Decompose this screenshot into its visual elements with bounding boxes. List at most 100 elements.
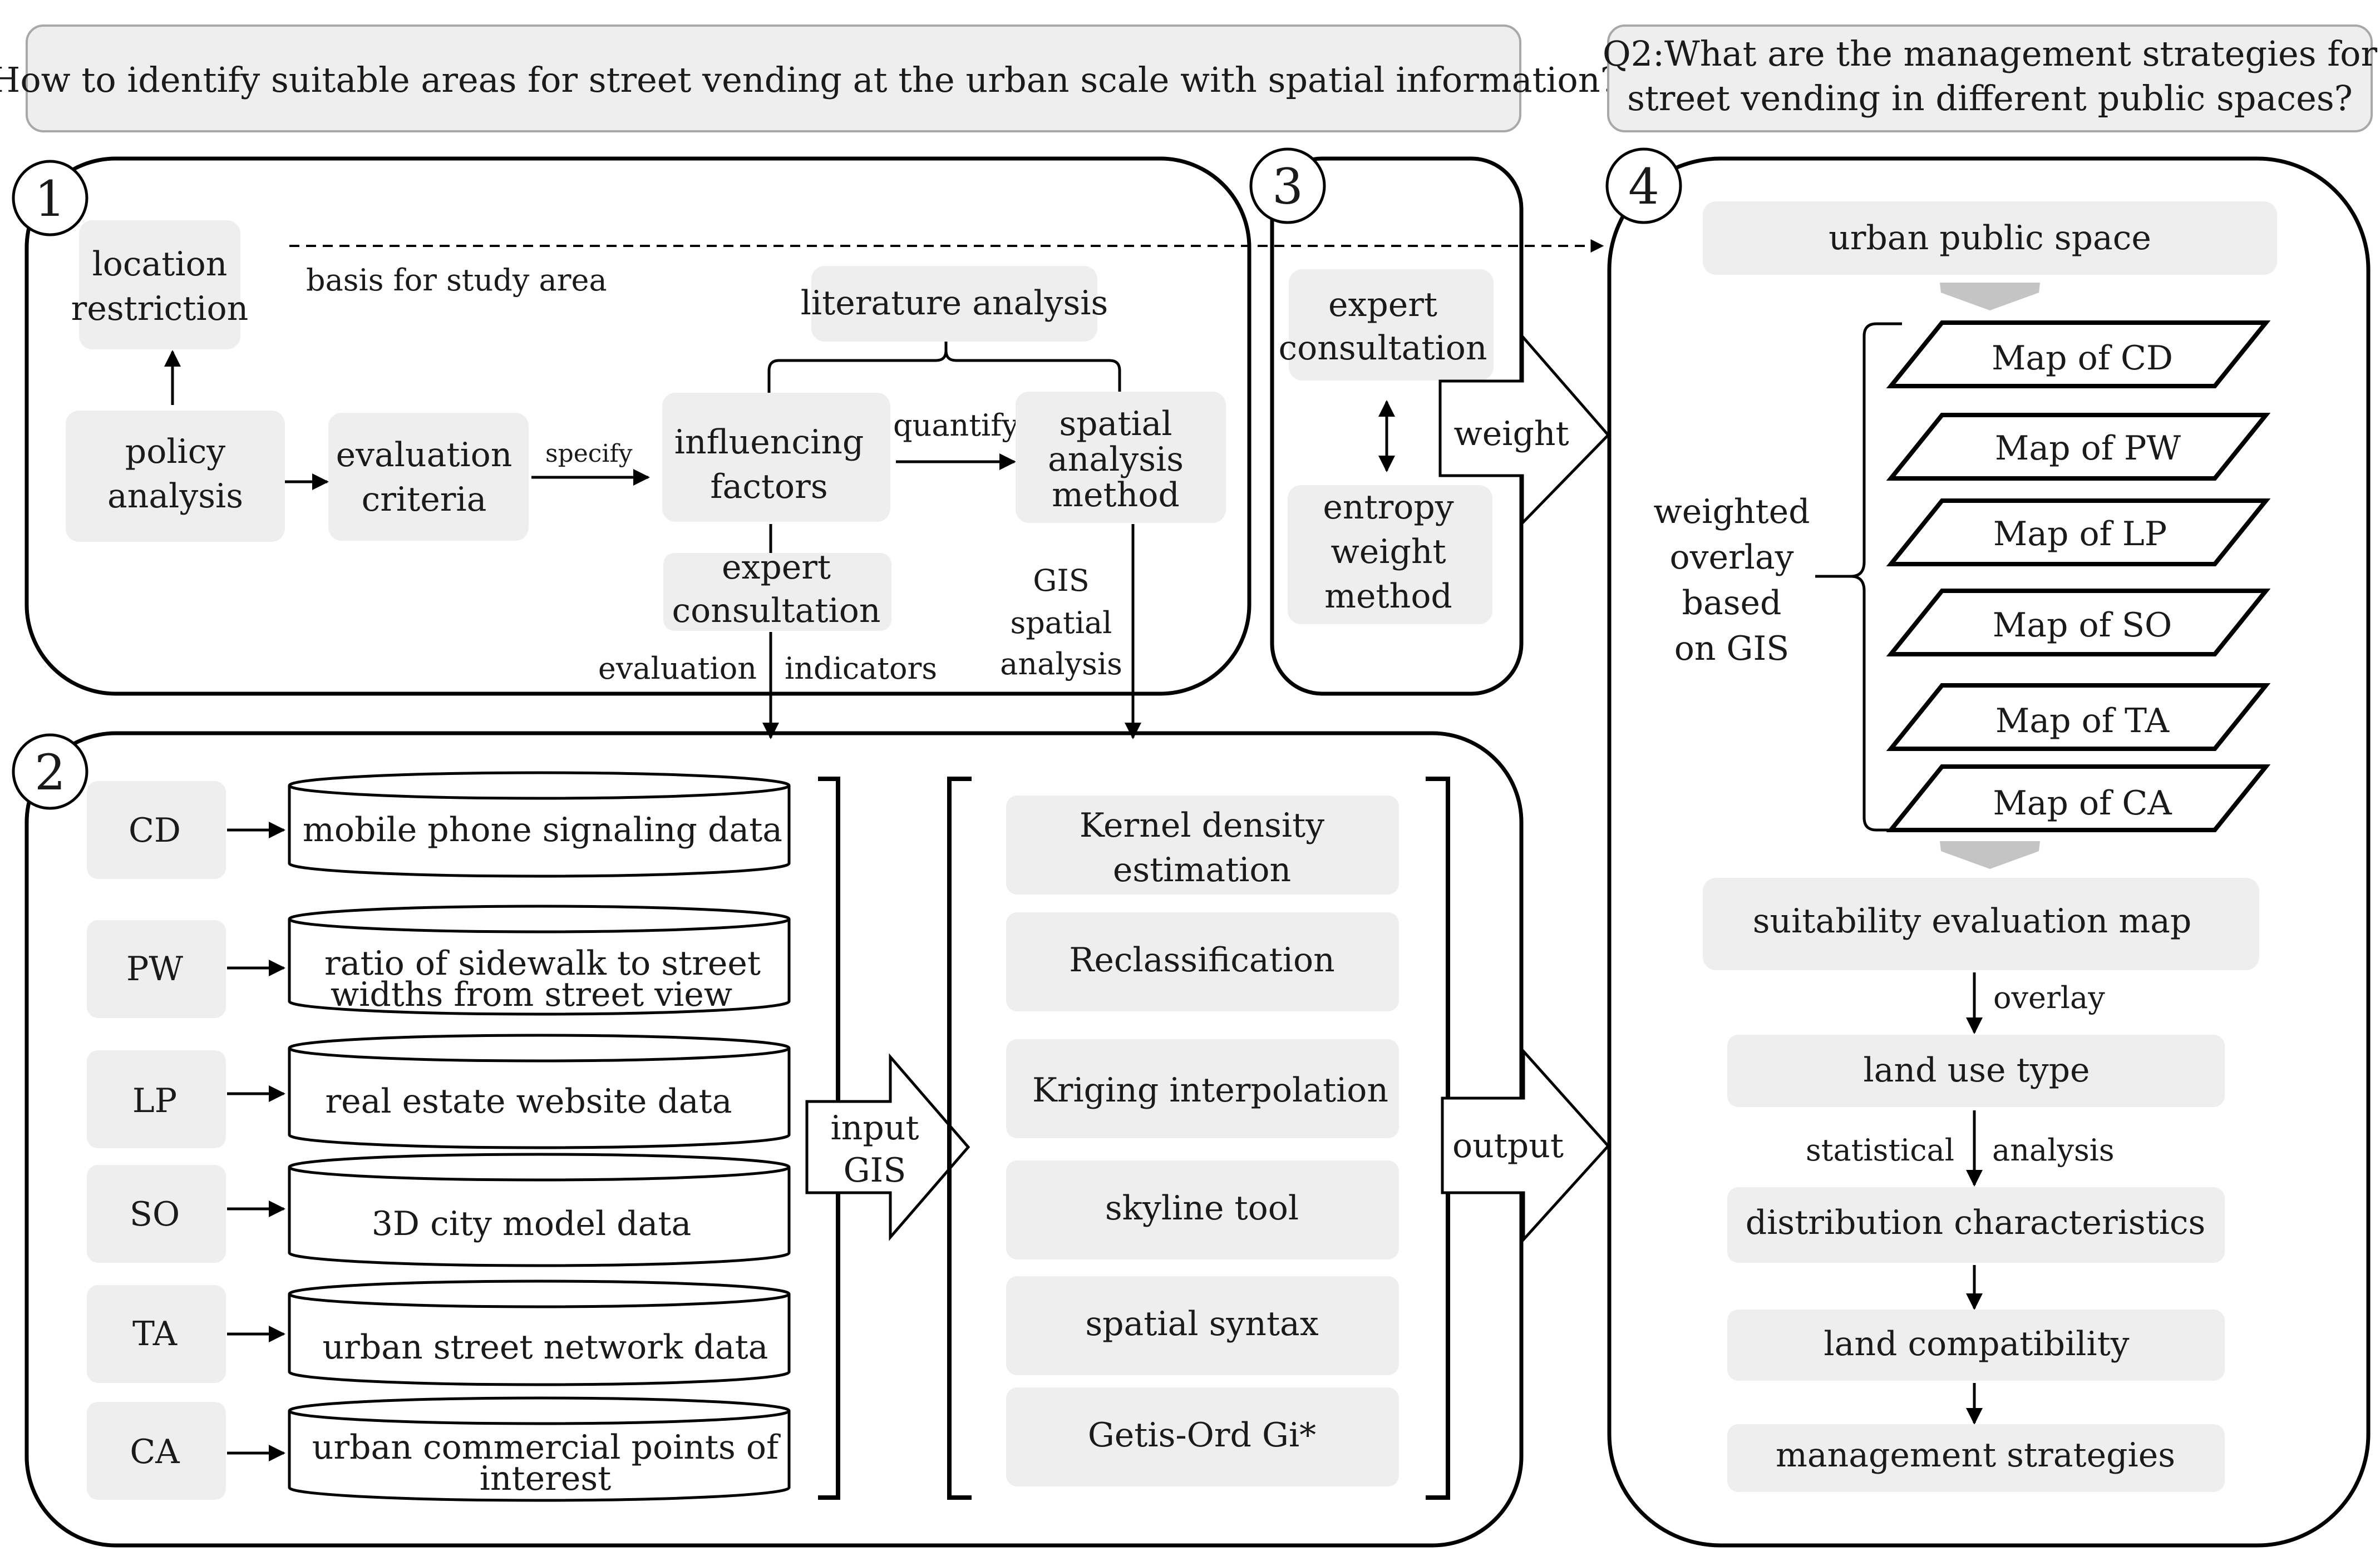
grey-arrow-down-1 [1940, 283, 2040, 310]
statistical-analysis-label: analysis [1992, 1133, 2115, 1168]
land-use-type-box: land use type [1727, 1035, 2225, 1107]
question-2-text-line1: Q2:What are the management strategies fo… [1603, 33, 2378, 74]
svg-text:Map of CA: Map of CA [1993, 784, 2172, 823]
expert-consultation-box-panel1: expert consultation [663, 548, 891, 631]
expert-consultation-box-panel3: expert consultation [1279, 269, 1494, 381]
row-pw: PW ratio of sidewalk to street widths fr… [87, 905, 791, 1018]
svg-text:consultation: consultation [1279, 329, 1487, 368]
question-1-box: Q1:How to identify suitable areas for st… [0, 24, 1619, 132]
land-compatibility-box: land compatibility [1727, 1310, 2225, 1381]
data-ca-line1: urban commercial points of [312, 1428, 781, 1467]
svg-text:land use type: land use type [1863, 1051, 2090, 1090]
svg-text:1: 1 [35, 170, 66, 228]
svg-text:land compatibility: land compatibility [1824, 1325, 2129, 1364]
svg-text:restriction: restriction [71, 289, 249, 328]
map-ta: Map of TA [1886, 683, 2271, 751]
svg-text:Map of LP: Map of LP [1993, 515, 2167, 554]
panel-3-number: 3 [1249, 147, 1326, 224]
panel-4-number: 4 [1605, 147, 1682, 224]
svg-text:based: based [1682, 584, 1782, 623]
quantify-label: quantify [893, 408, 1019, 443]
cylinder-pw [288, 905, 791, 1016]
methods-left-bracket [947, 777, 972, 1500]
question-1-text: Q1:How to identify suitable areas for st… [0, 60, 1619, 100]
svg-text:spatial syntax: spatial syntax [1085, 1305, 1319, 1343]
urban-public-space-box: urban public space [1703, 201, 2277, 275]
code-box-cd [87, 781, 226, 879]
cylinder-cd [288, 771, 791, 878]
svg-text:policy: policy [125, 432, 226, 471]
method-getis-ord: Getis-Ord Gi* [1006, 1387, 1399, 1486]
svg-text:Map of CD: Map of CD [1992, 339, 2173, 378]
method-spatial-syntax: spatial syntax [1006, 1276, 1399, 1375]
method-reclassification: Reclassification [1006, 912, 1399, 1011]
svg-text:analysis: analysis [107, 477, 243, 516]
code-box-so [87, 1165, 226, 1263]
output-block-arrow: output [1441, 1048, 1610, 1243]
indicators-label: indicators [785, 651, 937, 686]
svg-text:management strategies: management strategies [1776, 1436, 2175, 1475]
basis-for-study-area-label: basis for study area [306, 263, 607, 298]
methods-list: Kernel density estimation Reclassificati… [1006, 796, 1399, 1486]
panel-2-number: 2 [12, 733, 88, 810]
svg-text:on GIS: on GIS [1674, 629, 1790, 668]
specify-label: specify [545, 439, 633, 468]
gis-label: GIS [1033, 563, 1089, 598]
svg-text:location: location [92, 245, 228, 284]
svg-text:suitability evaluation map: suitability evaluation map [1753, 902, 2192, 941]
svg-text:Map of SO: Map of SO [1993, 606, 2172, 645]
row-ca: CA urban commercial points of interest [87, 1396, 791, 1502]
entropy-weight-method-box: entropy weight method [1288, 485, 1492, 624]
cylinder-ta [288, 1280, 791, 1386]
grey-arrow-down-2 [1940, 841, 2040, 869]
code-ca: CA [130, 1432, 180, 1471]
data-cd: mobile phone signaling data [303, 811, 782, 849]
code-pw: PW [126, 950, 183, 989]
svg-text:output: output [1452, 1127, 1564, 1165]
svg-text:Kernel density: Kernel density [1080, 806, 1324, 845]
svg-text:criteria: criteria [362, 480, 487, 519]
svg-text:input: input [831, 1109, 919, 1148]
evaluation-label: evaluation [598, 651, 757, 686]
svg-text:factors: factors [710, 467, 827, 506]
data-ca-line2: interest [480, 1459, 612, 1498]
policy-analysis-box: policy analysis [66, 411, 285, 542]
map-so: Map of SO [1886, 589, 2271, 656]
svg-text:consultation: consultation [672, 591, 881, 630]
code-box-lp [87, 1050, 226, 1148]
method-kernel-density: Kernel density estimation [1006, 796, 1399, 895]
svg-text:method: method [1052, 476, 1180, 515]
svg-text:method: method [1324, 577, 1452, 616]
svg-text:3: 3 [1272, 158, 1303, 215]
distribution-characteristics-box: distribution characteristics [1727, 1187, 2225, 1263]
data-lp: real estate website data [325, 1082, 732, 1121]
row-lp: LP real estate website data [87, 1034, 791, 1149]
svg-text:entropy: entropy [1323, 488, 1453, 527]
weighted-overlay-label: weighted overlay based on GIS [1653, 492, 1810, 668]
svg-text:expert: expert [1328, 285, 1437, 324]
svg-text:Map of PW: Map of PW [1995, 429, 2181, 468]
map-lp: Map of LP [1886, 498, 2271, 566]
svg-text:evaluation: evaluation [336, 436, 513, 475]
analysis-label: analysis [1000, 646, 1122, 681]
cylinder-ca [288, 1396, 791, 1502]
question-2-text-line2: street vending in different public space… [1627, 78, 2353, 118]
data-pw-line2: widths from street view [331, 975, 732, 1014]
svg-text:weight: weight [1453, 414, 1569, 453]
evaluation-criteria-box: evaluation criteria [328, 413, 529, 541]
maps-list: Map of CD Map of PW Map of LP Map of SO … [1886, 320, 2271, 832]
cylinder-so [288, 1153, 791, 1267]
map-ca: Map of CA [1886, 764, 2271, 832]
code-box-ca [87, 1402, 226, 1500]
influencing-factors-box: influencing factors [662, 393, 890, 522]
code-box-pw [87, 920, 226, 1018]
svg-text:Reclassification: Reclassification [1069, 941, 1334, 980]
svg-text:influencing: influencing [674, 423, 864, 462]
input-gis-block-arrow: input GIS [805, 1053, 970, 1241]
svg-text:distribution characteristics: distribution characteristics [1746, 1203, 2206, 1242]
overlay-label: overlay [1993, 980, 2105, 1015]
panel-1-number: 1 [12, 160, 88, 236]
svg-text:Map of TA: Map of TA [1995, 702, 2170, 740]
suitability-evaluation-map-box: suitability evaluation map [1703, 878, 2259, 970]
